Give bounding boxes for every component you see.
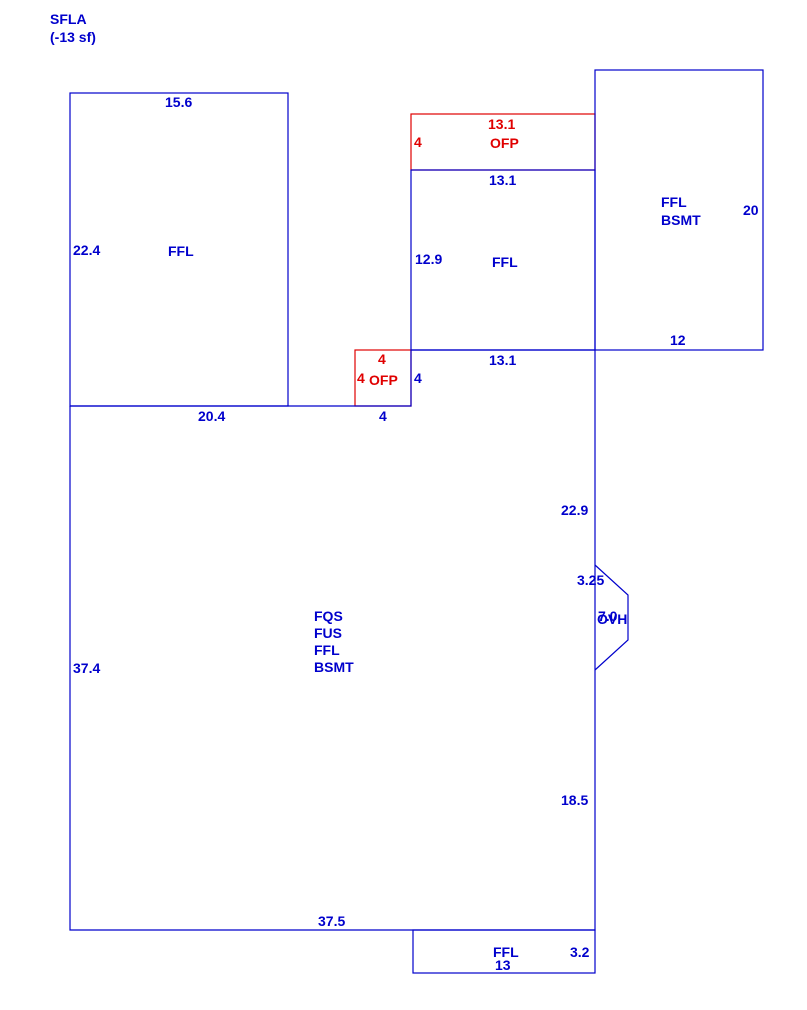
dim-ofp-small-left: 4: [357, 370, 365, 386]
dim-ofp-small-right: 4: [414, 370, 422, 386]
dim-ffl-bsmt-right-side: 20: [743, 202, 759, 218]
dim-ofp-top-width: 13.1: [488, 116, 515, 132]
area-bay-outline: [594, 564, 629, 671]
sketch-title: SFLA: [50, 11, 87, 27]
area-ofp-top: 13.1 4 OFP: [410, 113, 596, 171]
area-bay-overhang: 3.25 7.0 OVH: [577, 564, 629, 671]
dim-ffl-center-top: 13.1: [489, 172, 516, 188]
dim-main-right-upper: 22.9: [561, 502, 588, 518]
dim-ofp-top-depth: 4: [414, 134, 422, 150]
dim-ffl-bottom-width: 13: [495, 957, 511, 973]
label-ffl-center: FFL: [492, 254, 518, 270]
dim-main-bottom: 37.5: [318, 913, 345, 929]
dim-main-left: 37.4: [73, 660, 100, 676]
label-main-1: FQS: [314, 608, 343, 624]
label-ffl-left: FFL: [168, 243, 194, 259]
dim-ffl-bottom-depth: 3.2: [570, 944, 590, 960]
area-ffl-left: 15.6 22.4 FFL 20.4: [69, 92, 289, 424]
label-main-2: FUS: [314, 625, 342, 641]
dim-bay-depth: 3.25: [577, 572, 604, 588]
area-ffl-bsmt-right: FFL BSMT 20 12: [594, 69, 764, 351]
dim-ffl-center-side: 12.9: [415, 251, 442, 267]
dim-ffl-center-bottom: 13.1: [489, 352, 516, 368]
area-ffl-bottom: FFL 13 3.2: [412, 929, 596, 974]
dim-bay-overlap: 7.0: [598, 608, 618, 624]
dim-ffl-left-bottom: 20.4: [198, 408, 225, 424]
area-ofp-small: 4 4 OFP 4 4: [354, 349, 422, 424]
label-main-4: BSMT: [314, 659, 354, 675]
dim-ffl-left-side: 22.4: [73, 242, 100, 258]
area-ffl-bsmt-right-outline: [594, 69, 764, 351]
sketch-area-note: (-13 sf): [50, 29, 96, 45]
label-ffl-bsmt-right-1: FFL: [661, 194, 687, 210]
label-ofp-top: OFP: [490, 135, 519, 151]
dim-ofp-small-top: 4: [378, 351, 386, 367]
area-main-outline: [69, 349, 596, 931]
area-ffl-center: 13.1 12.9 FFL 13.1: [410, 169, 596, 368]
label-ofp-small: OFP: [369, 372, 398, 388]
label-ffl-bsmt-right-2: BSMT: [661, 212, 701, 228]
area-main: 37.4 37.5 22.9 18.5 FQS FUS FFL BSMT: [69, 349, 596, 931]
dim-ffl-left-top: 15.6: [165, 94, 192, 110]
area-ffl-bottom-outline: [412, 929, 596, 974]
dim-ffl-bsmt-right-bottom: 12: [670, 332, 686, 348]
label-bay-ovh: OVH: [597, 611, 627, 627]
label-ffl-bottom: FFL: [493, 944, 519, 960]
label-main-3: FFL: [314, 642, 340, 658]
dim-main-right-lower: 18.5: [561, 792, 588, 808]
dim-ofp-small-bottom: 4: [379, 408, 387, 424]
